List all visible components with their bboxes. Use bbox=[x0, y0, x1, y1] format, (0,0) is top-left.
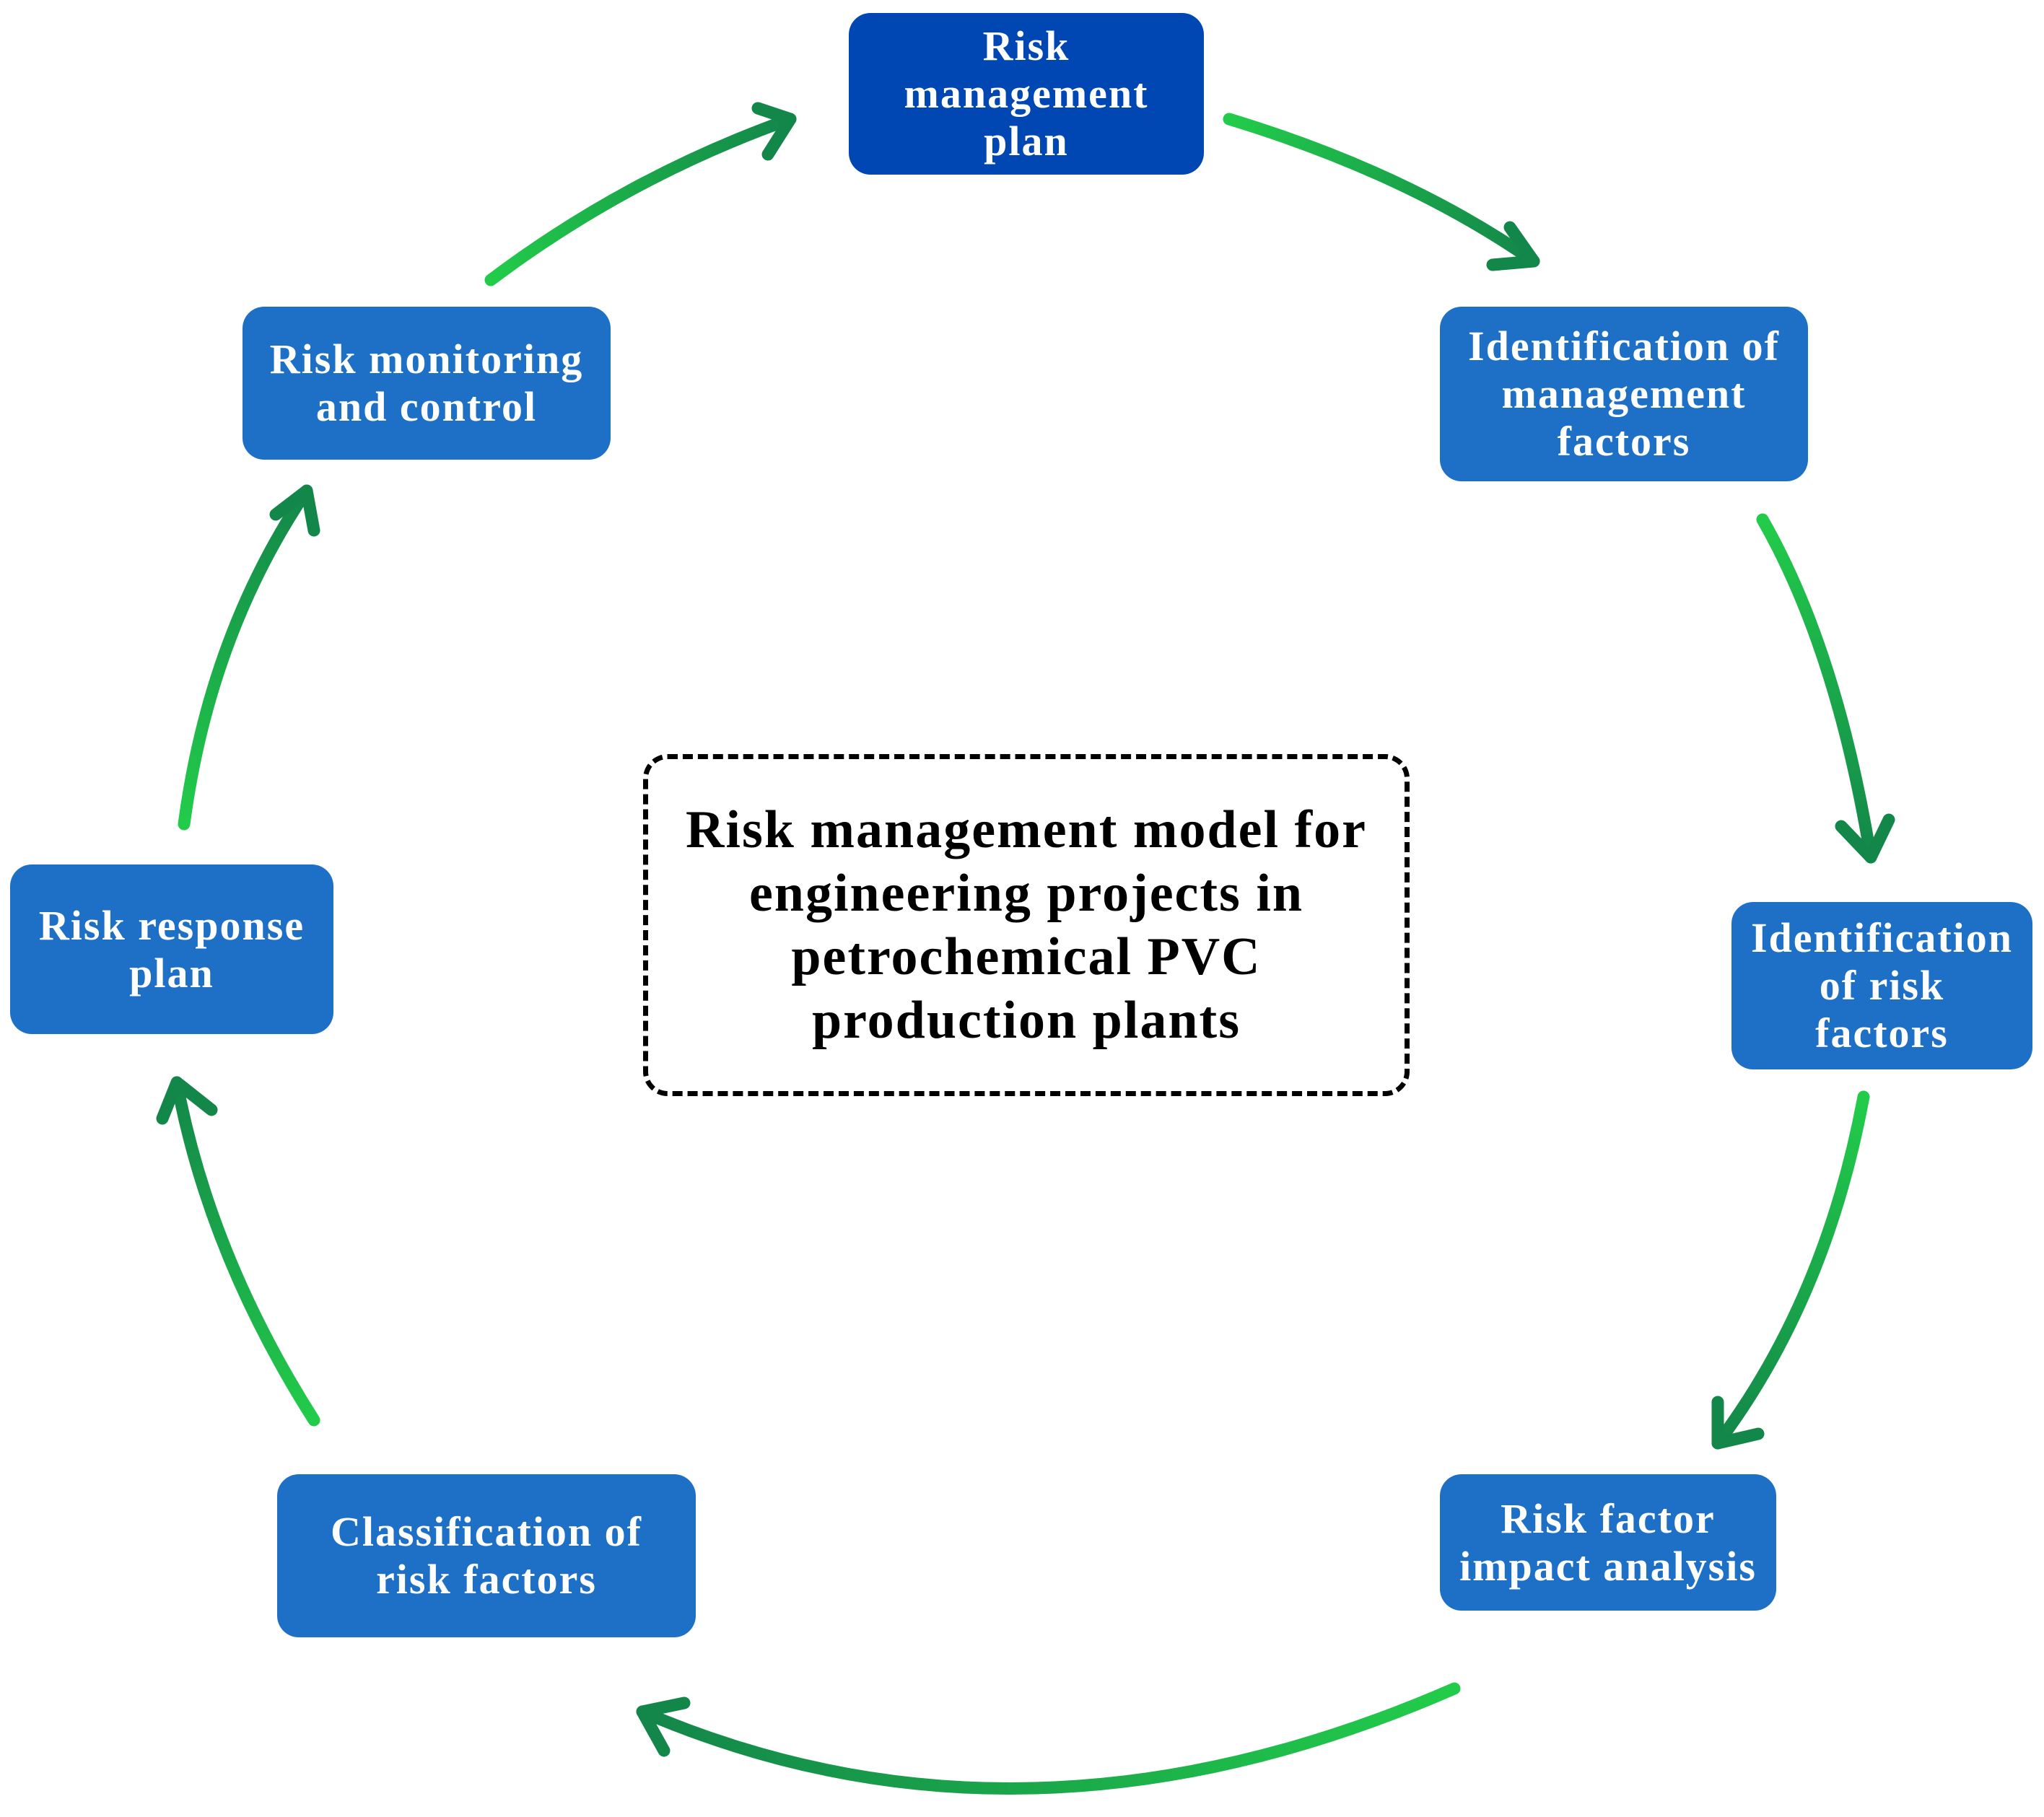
center-title-line: Risk management model for bbox=[685, 800, 1368, 859]
arrow-monitoring-to-plan bbox=[484, 102, 797, 286]
node-label-line: Identification bbox=[1750, 914, 2014, 961]
node-risk-factor-impact-analysis: Risk factor impact analysis bbox=[1440, 1474, 1776, 1611]
node-risk-response-plan: Risk response plan bbox=[10, 864, 333, 1034]
center-title-line: petrochemical PVC bbox=[791, 927, 1262, 986]
node-label-line: Identification of bbox=[1468, 323, 1780, 369]
center-title-line: production plants bbox=[812, 991, 1241, 1050]
arrow-response-plan-to-monitoring bbox=[178, 484, 320, 831]
node-risk-monitoring-and-control: Risk monitoring and control bbox=[243, 307, 611, 460]
arrow-risk-factors-to-impact-analysis bbox=[1711, 1090, 1870, 1450]
center-model-title-box: Risk management model for engineering pr… bbox=[643, 754, 1410, 1096]
center-title-line: engineering projects in bbox=[748, 864, 1304, 923]
arrow-management-factors-to-risk-factors bbox=[1756, 513, 1895, 864]
arrow-classification-to-response-plan bbox=[156, 1076, 320, 1427]
node-label-line: Classification of bbox=[331, 1508, 642, 1555]
node-label-line: impact analysis bbox=[1459, 1542, 1757, 1590]
node-risk-management-plan: Risk management plan bbox=[849, 13, 1204, 175]
node-label-line: Risk bbox=[982, 22, 1070, 69]
node-label-line: Risk factor bbox=[1501, 1494, 1716, 1542]
node-label-line: Risk response bbox=[38, 901, 305, 949]
node-label-line: management plan bbox=[904, 70, 1149, 165]
node-label-line: management bbox=[1501, 370, 1747, 417]
center-model-title: Risk management model for engineering pr… bbox=[651, 798, 1402, 1052]
node-label-line: Risk monitoring bbox=[269, 336, 584, 382]
node-identification-of-risk-factors: Identification of risk factors bbox=[1731, 902, 2032, 1069]
node-label-line: plan bbox=[129, 949, 214, 997]
arrow-plan-to-management-factors bbox=[1223, 113, 1540, 271]
node-classification-of-risk-factors: Classification of risk factors bbox=[277, 1474, 696, 1637]
node-label-line: factors bbox=[1557, 418, 1691, 465]
arrow-impact-analysis-to-classification bbox=[636, 1682, 1461, 1795]
node-label-line: risk factors bbox=[376, 1556, 597, 1603]
node-label-line: of risk factors bbox=[1815, 962, 1949, 1056]
node-identification-of-management-factors: Identification of management factors bbox=[1440, 307, 1808, 481]
node-label-line: and control bbox=[315, 383, 538, 430]
